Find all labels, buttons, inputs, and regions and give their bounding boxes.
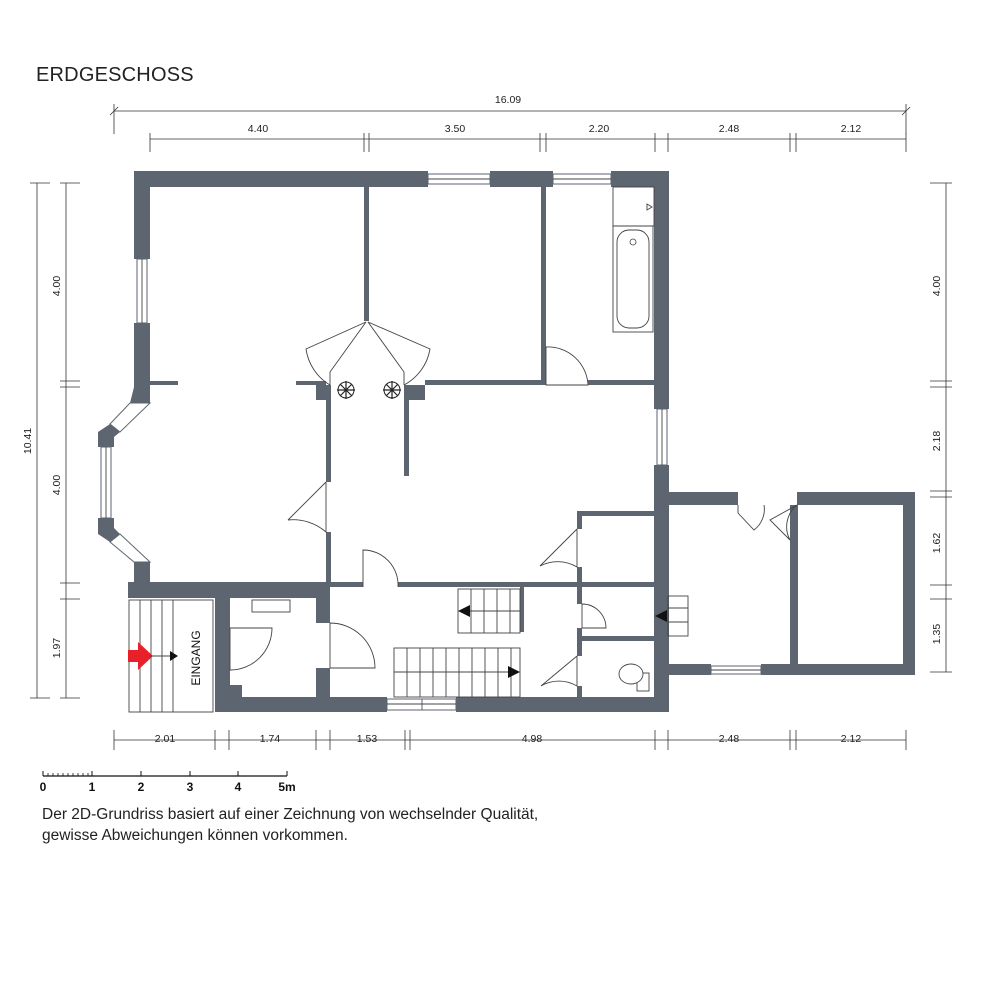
dimension-lines: 16.09 4.40 3.50 2.20 2.48 2.12 — [22, 94, 952, 750]
stairs — [128, 588, 689, 713]
dim-left-total: 10.41 — [22, 428, 34, 454]
dim-bottom-2: 1.74 — [260, 733, 281, 745]
dim-top-5: 2.12 — [841, 123, 862, 135]
dim-left-3: 1.97 — [51, 638, 63, 659]
plant-icon — [337, 381, 355, 399]
dim-bottom-6: 2.12 — [841, 733, 862, 745]
scale-bar: 0 1 2 3 4 5m — [40, 771, 296, 794]
plant-icon — [383, 381, 401, 399]
scale-label-1: 1 — [89, 780, 96, 794]
dim-top-4: 2.48 — [719, 123, 740, 135]
scale-label-4: 4 — [235, 780, 242, 794]
disclaimer-line-1: Der 2D-Grundriss basiert auf einer Zeich… — [42, 806, 539, 823]
dim-left-2: 4.00 — [51, 475, 63, 496]
dim-bottom-5: 2.48 — [719, 733, 740, 745]
dim-right-4: 1.35 — [931, 624, 943, 645]
dim-top-total: 16.09 — [495, 94, 521, 106]
dim-top-3: 2.20 — [589, 123, 610, 135]
windows — [100, 173, 762, 711]
scale-label-0: 0 — [40, 780, 47, 794]
dim-top-2: 3.50 — [445, 123, 466, 135]
entrance-arrow-icon — [128, 642, 153, 670]
dim-right-1: 4.00 — [931, 276, 943, 297]
doors — [229, 321, 798, 687]
dim-bottom-1: 2.01 — [155, 733, 176, 745]
dim-right-2: 2.18 — [931, 431, 943, 452]
entrance: EINGANG — [128, 630, 203, 686]
dim-bottom-4: 4.98 — [522, 733, 543, 745]
scale-label-2: 2 — [138, 780, 145, 794]
disclaimer-line-2: gewisse Abweichungen können vorkommen. — [42, 827, 348, 844]
dim-bottom-3: 1.53 — [357, 733, 378, 745]
dim-right-3: 1.62 — [931, 533, 943, 554]
scale-label-3: 3 — [187, 780, 194, 794]
scale-label-5: 5m — [278, 780, 295, 794]
floor-title: ERDGESCHOSS — [36, 64, 194, 86]
dim-top-1: 4.40 — [248, 123, 269, 135]
dim-left-1: 4.00 — [51, 276, 63, 297]
fixtures — [251, 186, 655, 692]
walls — [98, 171, 915, 712]
entrance-label: EINGANG — [189, 630, 203, 685]
disclaimer: Der 2D-Grundriss basiert auf einer Zeich… — [42, 804, 538, 846]
